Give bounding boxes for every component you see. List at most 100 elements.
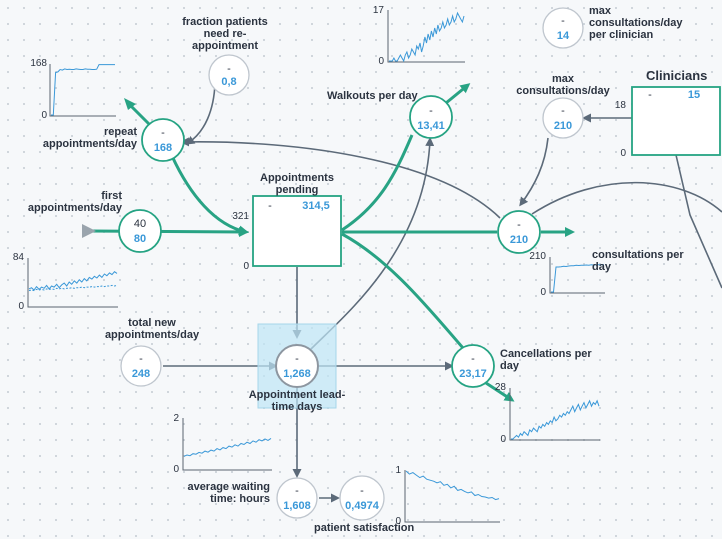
total-label-2: appointments/day — [105, 329, 200, 341]
stock-clinicians-value: 15 — [688, 89, 700, 101]
node-walkouts[interactable]: Walkouts per day - 13,41 — [327, 90, 453, 139]
consult-label-1: consultations per — [592, 249, 684, 261]
stock-pending-ymax: 321 — [232, 211, 249, 222]
cancel-label-2: day — [500, 360, 520, 372]
chart-repeat-ymax: 168 — [30, 58, 47, 69]
stock-pending-label-1: Appointments — [260, 172, 334, 184]
stock-clinicians-ymax: 18 — [615, 100, 627, 111]
chart-frames — [27, 10, 605, 523]
link-consultations-to-right[interactable] — [531, 181, 722, 215]
series-walkouts-per-day — [389, 11, 465, 63]
flow-repeat-to-pending[interactable] — [170, 155, 249, 236]
chart-cancellations-axis — [509, 388, 600, 441]
chart-walkouts-axis — [387, 10, 465, 63]
chart-first-ymax: 84 — [13, 252, 25, 263]
series-first-appointments-day-1 — [28, 284, 118, 292]
link-consultations-to-repeat[interactable] — [180, 137, 501, 219]
node-cancellations[interactable]: Cancellations per day - 23,17 — [451, 344, 592, 388]
fraction-label-2: need re- — [204, 28, 247, 40]
chart-walkouts-ymax: 17 — [373, 5, 385, 16]
node-appointment-lead-time[interactable]: Appointment lead- time days - 1,268 — [249, 344, 346, 413]
mcpc-label-3: per clinician — [589, 29, 653, 41]
satisfaction-top: - — [360, 485, 364, 497]
chart-consultations-ymax: 210 — [529, 251, 546, 262]
mcpc-value: 14 — [557, 30, 570, 42]
series-repeat-appointments-day — [51, 64, 115, 116]
satisfaction-value: 0,4974 — [345, 500, 380, 512]
fraction-label-3: appointment — [192, 40, 258, 52]
node-repeat-appointments[interactable]: repeat appointments/day - 168 — [43, 118, 185, 162]
first-top: 40 — [134, 218, 146, 230]
repeat-top: - — [161, 127, 165, 139]
chart-consultations-axis — [549, 257, 605, 294]
flow-repeat-source-arrow — [124, 98, 136, 110]
leadtime-top: - — [295, 353, 299, 365]
chart-walkouts-ymin: 0 — [378, 56, 384, 67]
stock-appointments-pending[interactable]: Appointments pending - 314,5 321 0 — [232, 172, 342, 272]
walkouts-label: Walkouts per day — [327, 90, 419, 102]
first-label-2: appointments/day — [28, 202, 123, 214]
stock-pending-label-2: pending — [276, 184, 319, 196]
flows — [82, 83, 575, 402]
leadtime-label-1: Appointment lead- — [249, 389, 346, 401]
flow-pending-to-cancellations[interactable] — [341, 232, 465, 349]
link-fraction-to-repeat[interactable] — [185, 82, 216, 145]
stock-pending-top: - — [268, 200, 272, 212]
chart-repeat-ymin: 0 — [41, 110, 47, 121]
walkouts-value: 13,41 — [417, 120, 445, 132]
flow-first-to-pending[interactable] — [89, 226, 249, 237]
total-value: 248 — [132, 368, 150, 380]
chart-consultations-ymin: 0 — [540, 287, 546, 298]
leadtime-label-2: time days — [272, 401, 323, 413]
node-total-new-appointments[interactable]: total new appointments/day - 248 — [105, 317, 200, 387]
stock-pending-value: 314,5 — [302, 200, 330, 212]
node-first-appointments[interactable]: first appointments/day 40 80 — [28, 190, 162, 253]
chart-first-ymin: 0 — [18, 301, 24, 312]
waiting-value: 1,608 — [283, 500, 311, 512]
series-first-appointments-day-0 — [28, 271, 118, 291]
series-appointment-lead-time-days — [183, 437, 272, 457]
waiting-top: - — [295, 485, 299, 497]
leadtime-value: 1,268 — [283, 368, 311, 380]
node-consultations[interactable]: consultations per day - 210 — [497, 210, 684, 273]
cancel-value: 23,17 — [459, 368, 487, 380]
repeat-label-2: appointments/day — [43, 138, 138, 150]
fraction-label-1: fraction patients — [182, 16, 268, 28]
chart-cancellations-ymin: 0 — [500, 434, 506, 445]
node-fraction-re-appointment[interactable]: fraction patients need re- appointment -… — [182, 16, 268, 96]
fraction-top: - — [227, 63, 231, 75]
waiting-label-2: time: hours — [210, 493, 270, 505]
flow-cancellations-out[interactable] — [485, 381, 515, 402]
stock-clinicians-label: Clinicians — [646, 68, 707, 83]
mcpc-label-2: consultations/day — [589, 17, 683, 29]
cancel-top: - — [471, 353, 475, 365]
node-average-waiting-time[interactable]: average waiting time: hours - 1,608 — [187, 477, 318, 519]
waiting-label-1: average waiting — [187, 481, 270, 493]
mcpc-label-1: max — [589, 5, 612, 17]
node-max-consultations[interactable]: max consultations/day - 210 — [516, 73, 611, 139]
chart-repeat-axis — [49, 64, 116, 117]
maxc-label-1: max — [552, 73, 575, 85]
stock-clinicians[interactable]: Clinicians - 15 18 0 — [615, 68, 721, 159]
flow-walkouts-out[interactable] — [445, 83, 471, 105]
series-cancellations-per-day — [511, 399, 600, 440]
cancel-label-1: Cancellations per — [500, 348, 592, 360]
first-value: 80 — [134, 233, 146, 245]
series-consultations-per-day — [551, 264, 605, 293]
node-patient-satisfaction[interactable]: patient satisfaction - 0,4974 — [314, 475, 415, 534]
flow-pending-to-walkouts[interactable] — [341, 134, 414, 232]
total-top: - — [139, 353, 143, 365]
total-label-1: total new — [128, 317, 176, 329]
stock-clinicians-ymin: 0 — [620, 148, 626, 159]
chart-first-axis — [27, 258, 118, 308]
node-max-consultations-per-clinician[interactable]: max consultations/day per clinician - 14 — [542, 5, 683, 49]
link-clinicians-down[interactable] — [675, 154, 722, 289]
link-max-to-consultations[interactable] — [519, 137, 549, 207]
consult-top: - — [517, 219, 521, 231]
chart-leadtime-ymax: 2 — [173, 413, 179, 424]
flow-first-source-arrow — [82, 224, 96, 238]
chart-satisfaction-ymax: 1 — [395, 465, 401, 476]
chart-cancellations-ymax: 28 — [495, 382, 507, 393]
chart-satisfaction-ymin: 0 — [395, 516, 401, 527]
